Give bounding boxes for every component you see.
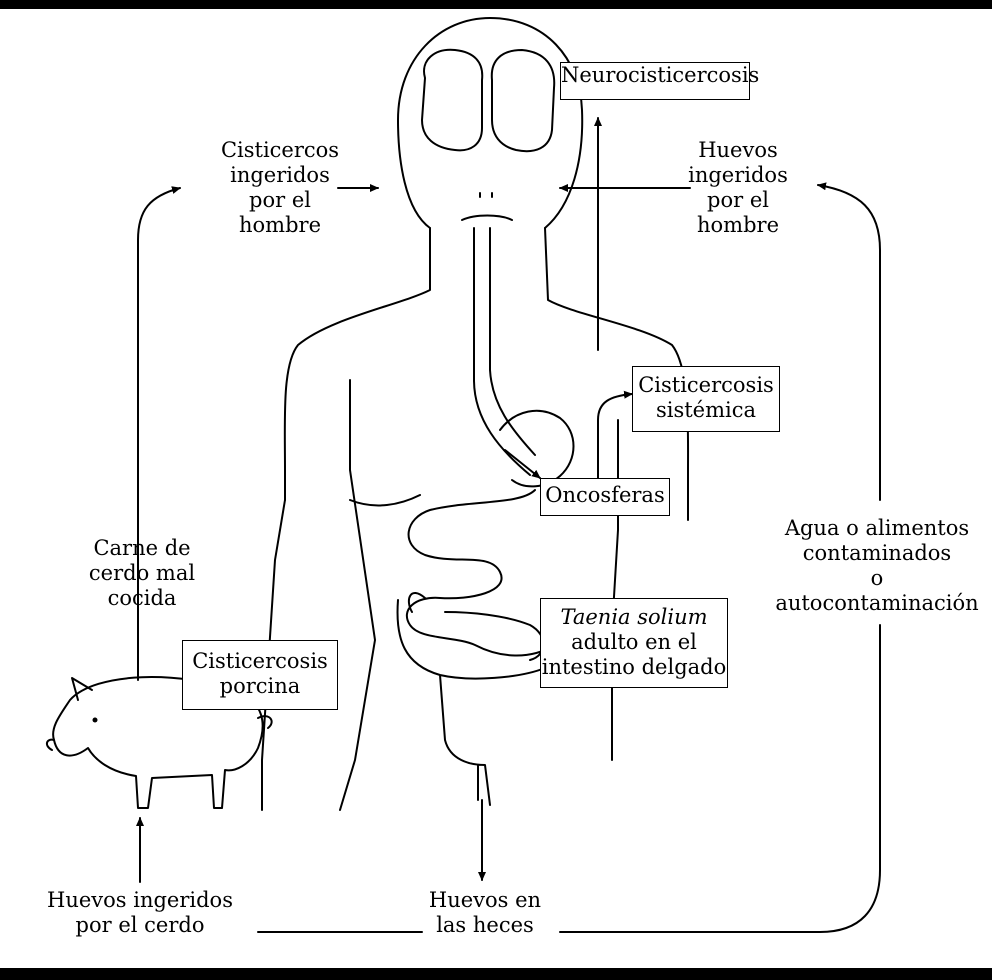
esophagus: [474, 228, 535, 475]
box-porcina-line-2: porcina: [183, 674, 337, 699]
box-neuro-text: Neurocisticercosis: [561, 63, 749, 88]
box-oncosferas: Oncosferas: [540, 478, 670, 516]
box-cisticercosis-sistemica: Cisticercosis sistémica: [632, 366, 780, 432]
box-taenia-solium: Taenia solium adulto en el intestino del…: [540, 598, 728, 688]
pig-ear: [72, 678, 92, 700]
box-oncosferas-text: Oncosferas: [541, 483, 669, 508]
box-taenia-line-3: intestino delgado: [541, 655, 727, 680]
human-left-torso: [340, 380, 375, 810]
label-huevos-hombre-line-2: ingeridos: [678, 163, 798, 188]
brain-left-hemisphere: [422, 50, 482, 151]
box-taenia-line-2: adulto en el: [541, 630, 727, 655]
label-agua-line-1: Agua o alimentos: [772, 516, 982, 541]
label-agua-line-3: o: [772, 566, 982, 591]
label-cisticercos-ingeridos: Cisticercos ingeridos por el hombre: [220, 138, 340, 238]
brain-right-hemisphere: [492, 50, 554, 151]
label-heces-line-1: Huevos en: [420, 888, 550, 913]
human-mouth: [462, 216, 512, 221]
human-head-outline: [398, 18, 582, 228]
label-huevos-hombre-line-3: por el: [678, 188, 798, 213]
label-huevos-cerdo-line-1: Huevos ingeridos: [40, 888, 240, 913]
label-agua-line-2: contaminados: [772, 541, 982, 566]
human-chest-line: [350, 495, 420, 505]
large-intestine: [397, 600, 545, 805]
label-cisticercos-line-2: ingeridos: [220, 163, 340, 188]
label-carne-de-cerdo: Carne de cerdo mal cocida: [82, 536, 202, 611]
human-neck-left: [285, 228, 430, 500]
line-agua-up: [818, 185, 880, 500]
box-sistemica-line-1: Cisticercosis: [633, 373, 779, 398]
box-porcina-line-1: Cisticercosis: [183, 649, 337, 674]
label-agua-o-alimentos: Agua o alimentos contaminados o autocont…: [772, 516, 982, 616]
box-sistemica-line-2: sistémica: [633, 398, 779, 423]
label-huevos-cerdo-line-2: por el cerdo: [40, 913, 240, 938]
pig-eye: [93, 718, 98, 723]
label-huevos-hombre-line-4: hombre: [678, 213, 798, 238]
label-carne-line-2: cerdo mal: [82, 561, 202, 586]
label-huevos-en-heces: Huevos en las heces: [420, 888, 550, 938]
human-right-torso: [612, 420, 618, 760]
label-huevos-hombre-line-1: Huevos: [678, 138, 798, 163]
label-carne-line-3: cocida: [82, 586, 202, 611]
label-carne-line-1: Carne de: [82, 536, 202, 561]
label-cisticercos-line-3: por el: [220, 188, 340, 213]
label-huevos-ingeridos-cerdo: Huevos ingeridos por el cerdo: [40, 888, 240, 938]
box-cisticercosis-porcina: Cisticercosis porcina: [182, 640, 338, 710]
human-nose: [480, 193, 492, 197]
label-agua-line-4: autocontaminación: [772, 591, 982, 616]
box-taenia-italic: Taenia solium: [541, 605, 727, 630]
box-neurocisticercosis: Neurocisticercosis: [560, 62, 750, 100]
pig-snout: [47, 740, 54, 750]
label-huevos-ingeridos-hombre: Huevos ingeridos por el hombre: [678, 138, 798, 238]
label-heces-line-2: las heces: [420, 913, 550, 938]
label-cisticercos-line-4: hombre: [220, 213, 340, 238]
label-cisticercos-line-1: Cisticercos: [220, 138, 340, 163]
